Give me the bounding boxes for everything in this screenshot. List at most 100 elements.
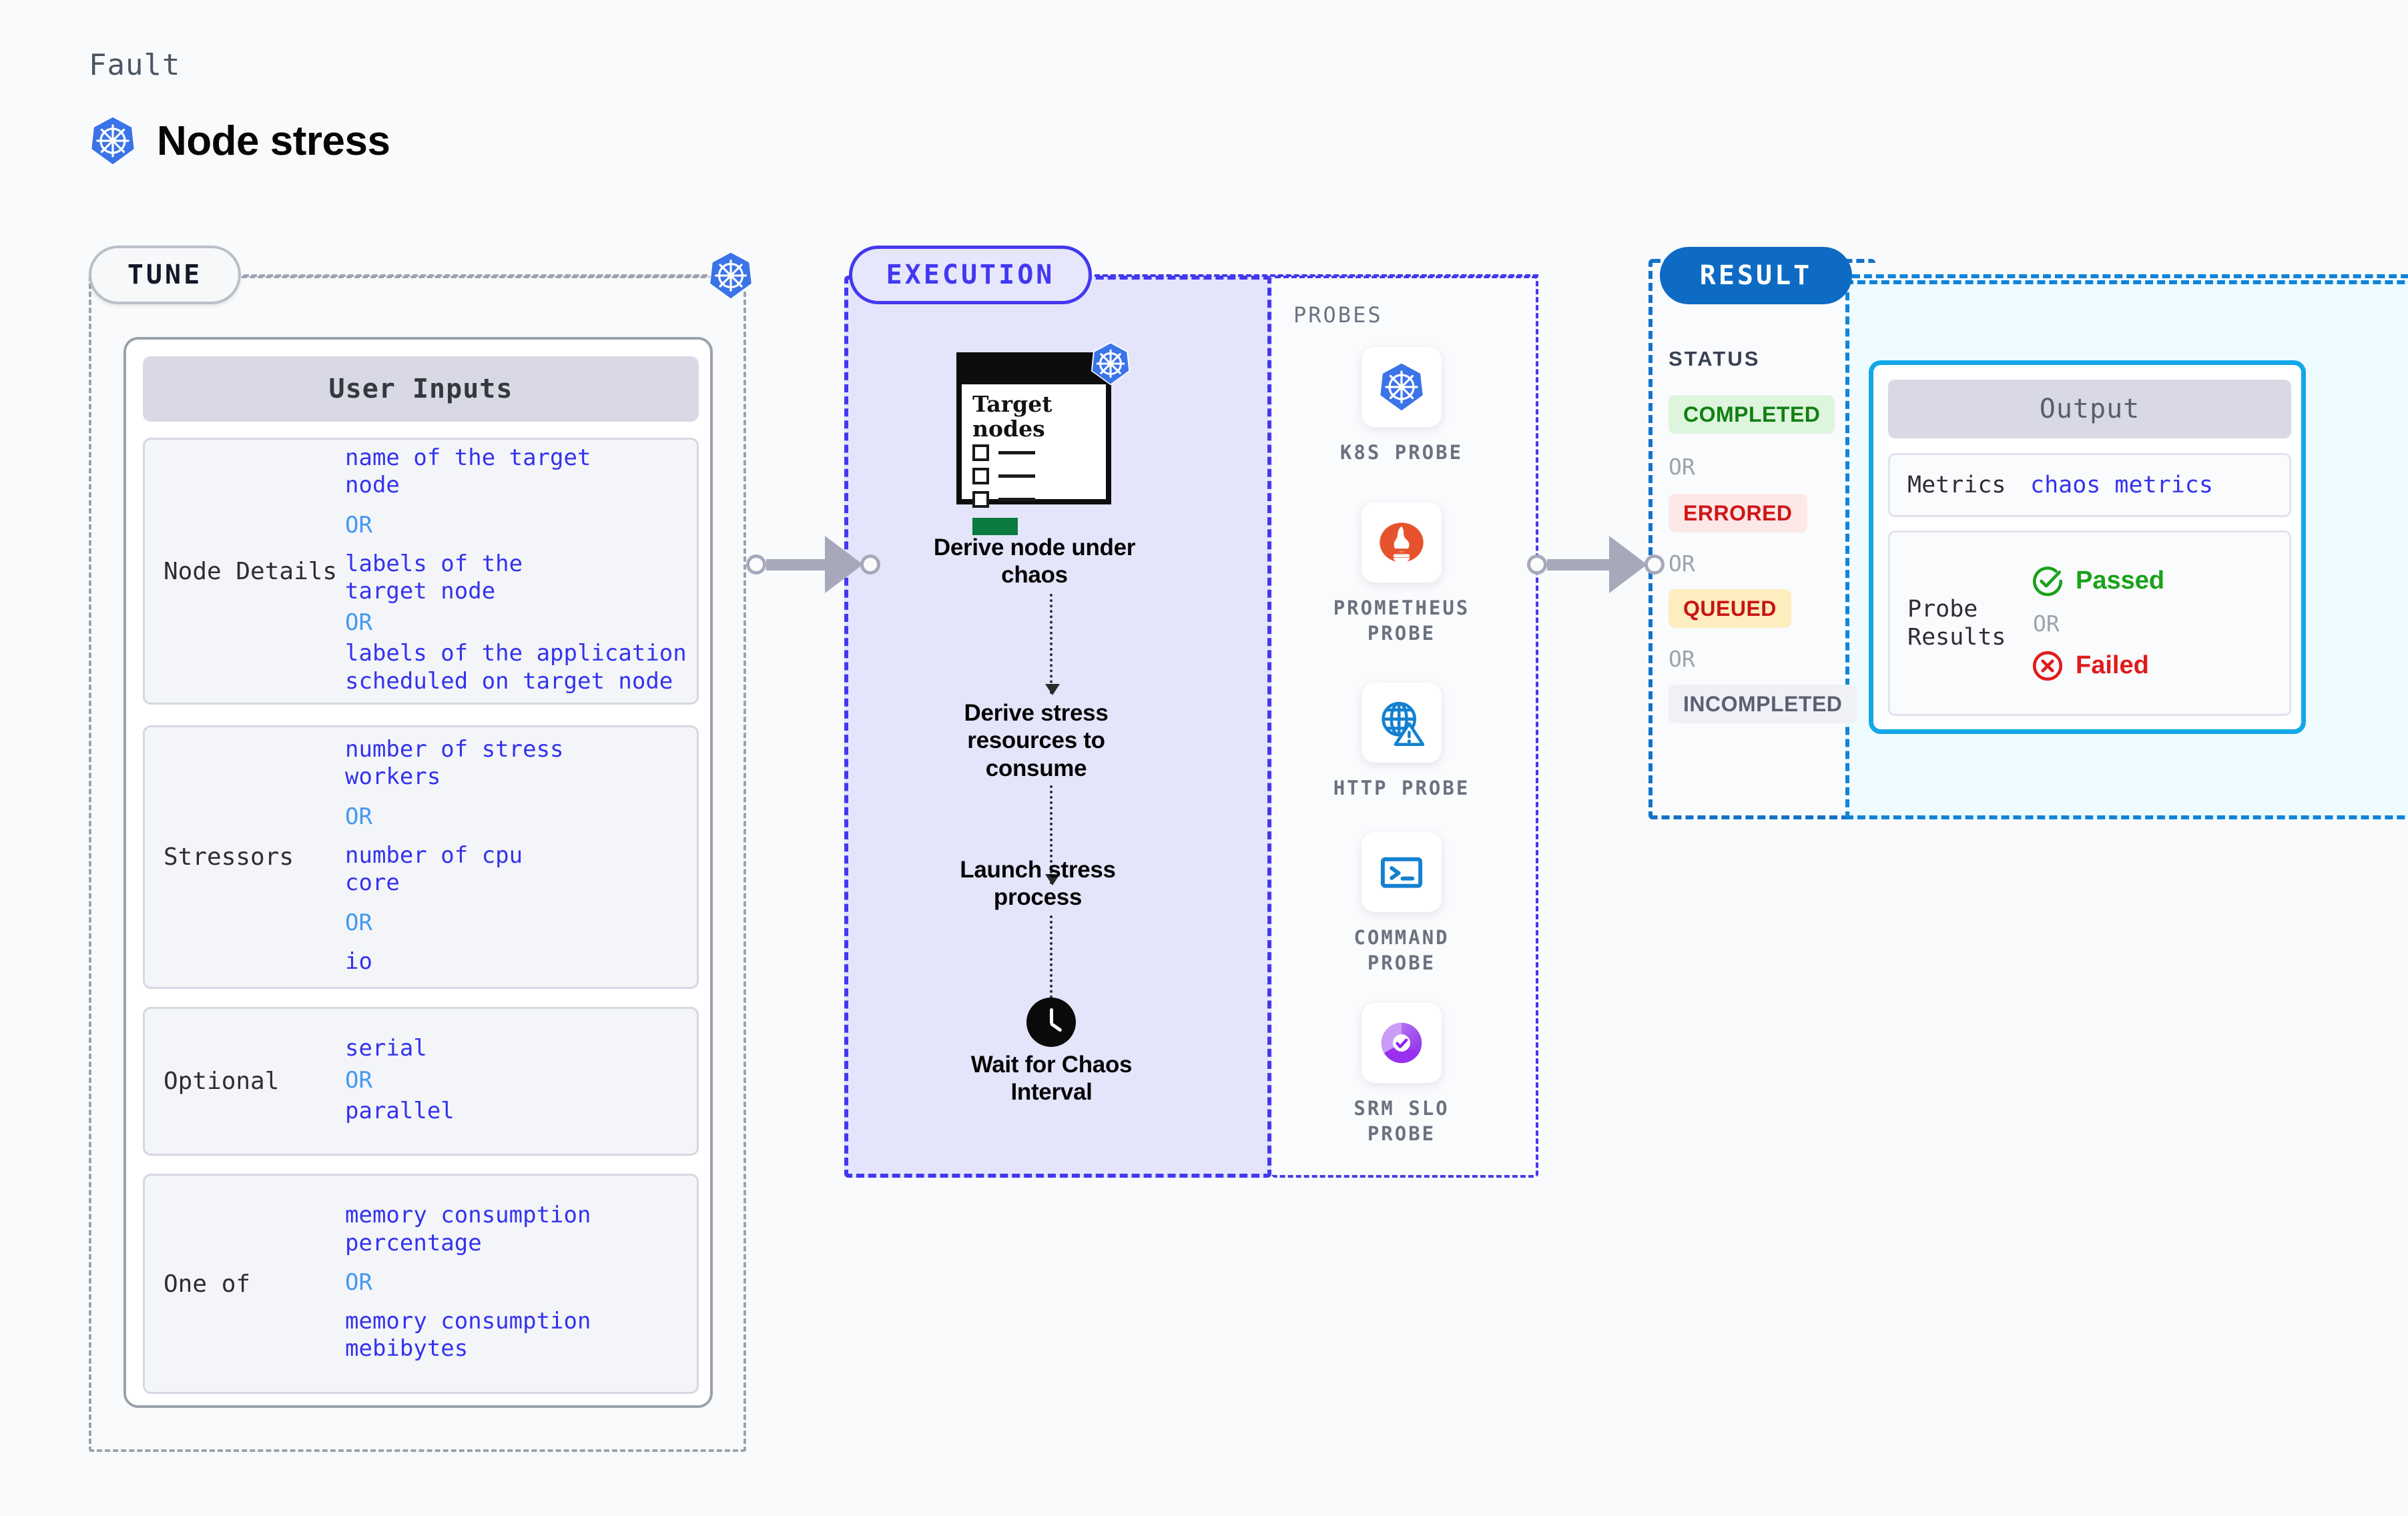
or-separator: OR [345, 803, 372, 830]
target-nodes-card: Target nodes [956, 352, 1111, 535]
output-row-label: Probe Results [1907, 596, 2006, 651]
probe-http[interactable]: HTTP PROBE [1325, 683, 1478, 801]
connector-bar [766, 558, 826, 571]
output-row-label: Metrics [1907, 472, 2006, 498]
input-row-label: Optional [164, 1068, 280, 1095]
tune-stage-box [89, 276, 746, 1452]
input-row-label: Stressors [164, 843, 294, 871]
checkbox-icon [972, 444, 989, 461]
checkbox-row [972, 444, 1035, 461]
input-row-optional[interactable]: Optional serial OR parallel [143, 1007, 699, 1156]
probe-prometheus[interactable]: PROMETHEUS PROBE [1325, 502, 1478, 646]
output-row-probe-results[interactable]: Probe Results Passed OR Faile [1888, 530, 2291, 716]
probe-label: K8S PROBE [1339, 441, 1464, 464]
tune-pill-connector [244, 274, 707, 277]
probe-result-failed: Failed [2030, 649, 2164, 683]
connector-execution-to-result [1527, 536, 1665, 593]
input-value: serial [345, 1035, 427, 1062]
x-circle-icon [2032, 651, 2063, 681]
user-inputs-card: User Inputs Node Details name of the tar… [123, 337, 713, 1408]
probe-passed-label: Passed [2076, 566, 2165, 595]
connector-arrowhead [1609, 536, 1647, 593]
output-row-value: chaos metrics [2030, 472, 2213, 498]
connector-arrowhead [825, 536, 863, 593]
probe-label: HTTP PROBE [1333, 777, 1470, 799]
execution-pill-connector [1095, 274, 1538, 277]
or-separator: OR [1669, 550, 1695, 577]
flow-step-2-label: Derive stress resources to consume [964, 700, 1109, 781]
probe-command[interactable]: COMMAND PROBE [1325, 832, 1478, 976]
prometheus-icon [1362, 502, 1442, 583]
page-title: Node stress [157, 117, 390, 164]
input-value: io [345, 948, 372, 975]
probe-label: COMMAND PROBE [1353, 926, 1450, 974]
connector-dot [746, 554, 766, 575]
or-separator: OR [345, 511, 372, 538]
input-value: number of stress workers [345, 735, 564, 791]
or-separator: OR [345, 1066, 372, 1094]
srm-slo-icon [1362, 1003, 1442, 1083]
connector-tune-to-execution [746, 536, 880, 593]
input-row-values: number of stress workers OR number of cp… [345, 736, 697, 978]
status-title: STATUS [1669, 347, 1761, 370]
status-badge-completed: COMPLETED [1669, 395, 1835, 434]
kubernetes-icon [1362, 347, 1442, 427]
input-row-values: name of the target node OR labels of the… [345, 444, 697, 699]
probe-result-passed: Passed [2030, 564, 2164, 599]
flow-step-1-label: Derive node under chaos [933, 534, 1136, 589]
output-header: Output [1888, 380, 2291, 438]
line-placeholder [998, 474, 1035, 478]
input-row-stressors[interactable]: Stressors number of stress workers OR nu… [143, 725, 699, 989]
clock-icon [1026, 998, 1076, 1047]
input-value: labels of the target node [345, 550, 523, 605]
target-nodes-title: Target nodes [972, 391, 1052, 442]
fault-label: Fault [89, 48, 181, 82]
check-circle-icon [2032, 566, 2063, 596]
probe-label: PROMETHEUS PROBE [1333, 597, 1470, 645]
result-status-box [1648, 259, 1875, 819]
or-separator: OR [345, 909, 372, 936]
input-value: name of the target node [345, 444, 591, 499]
connector-dot [1527, 554, 1547, 575]
input-value: labels of the application scheduled on t… [345, 640, 687, 695]
input-row-node-details[interactable]: Node Details name of the target node OR … [143, 438, 699, 705]
flow-step-3-label: Launch stress process [960, 857, 1116, 911]
checkbox-icon [972, 491, 989, 508]
probe-srm-slo[interactable]: SRM SLO PROBE [1325, 1003, 1478, 1146]
status-badge-queued: QUEUED [1669, 589, 1791, 628]
status-badge-errored: ERRORED [1669, 494, 1807, 532]
or-separator: OR [345, 609, 372, 637]
kubernetes-icon [707, 250, 754, 304]
flow-step-4-label: Wait for Chaos Interval [970, 1052, 1133, 1106]
line-placeholder [998, 451, 1035, 454]
tune-stage-pill[interactable]: TUNE [89, 246, 241, 304]
probes-title: PROBES [1293, 302, 1383, 328]
line-placeholder [998, 498, 1035, 501]
or-separator: OR [1669, 454, 1695, 480]
or-separator: OR [2033, 610, 2060, 637]
flow-arrow [1045, 594, 1060, 695]
globe-warning-icon [1362, 683, 1442, 763]
probe-label: SRM SLO PROBE [1353, 1097, 1450, 1145]
fault-title-row: Node stress [89, 115, 390, 167]
probe-k8s[interactable]: K8S PROBE [1325, 347, 1478, 466]
input-row-label: Node Details [164, 557, 338, 585]
input-row-one-of[interactable]: One of memory consumption percentage OR … [143, 1174, 699, 1394]
terminal-icon [1362, 832, 1442, 912]
probe-result-values: Passed OR Failed [2030, 564, 2164, 683]
input-value: parallel [345, 1097, 455, 1124]
output-row-metrics[interactable]: Metrics chaos metrics [1888, 453, 2291, 517]
or-separator: OR [345, 1269, 372, 1296]
input-row-label: One of [164, 1270, 251, 1298]
probe-failed-label: Failed [2076, 651, 2149, 679]
or-separator: OR [1669, 646, 1695, 672]
checkbox-row [972, 491, 1035, 508]
kubernetes-icon [89, 115, 137, 167]
status-badge-incompleted: INCOMPLETED [1669, 685, 1857, 723]
execution-stage-pill[interactable]: EXECUTION [849, 246, 1092, 304]
kubernetes-icon [1090, 341, 1131, 390]
connector-dot [860, 554, 880, 575]
result-stage-pill[interactable]: RESULT [1660, 247, 1852, 304]
green-progress-bar [972, 518, 1018, 535]
